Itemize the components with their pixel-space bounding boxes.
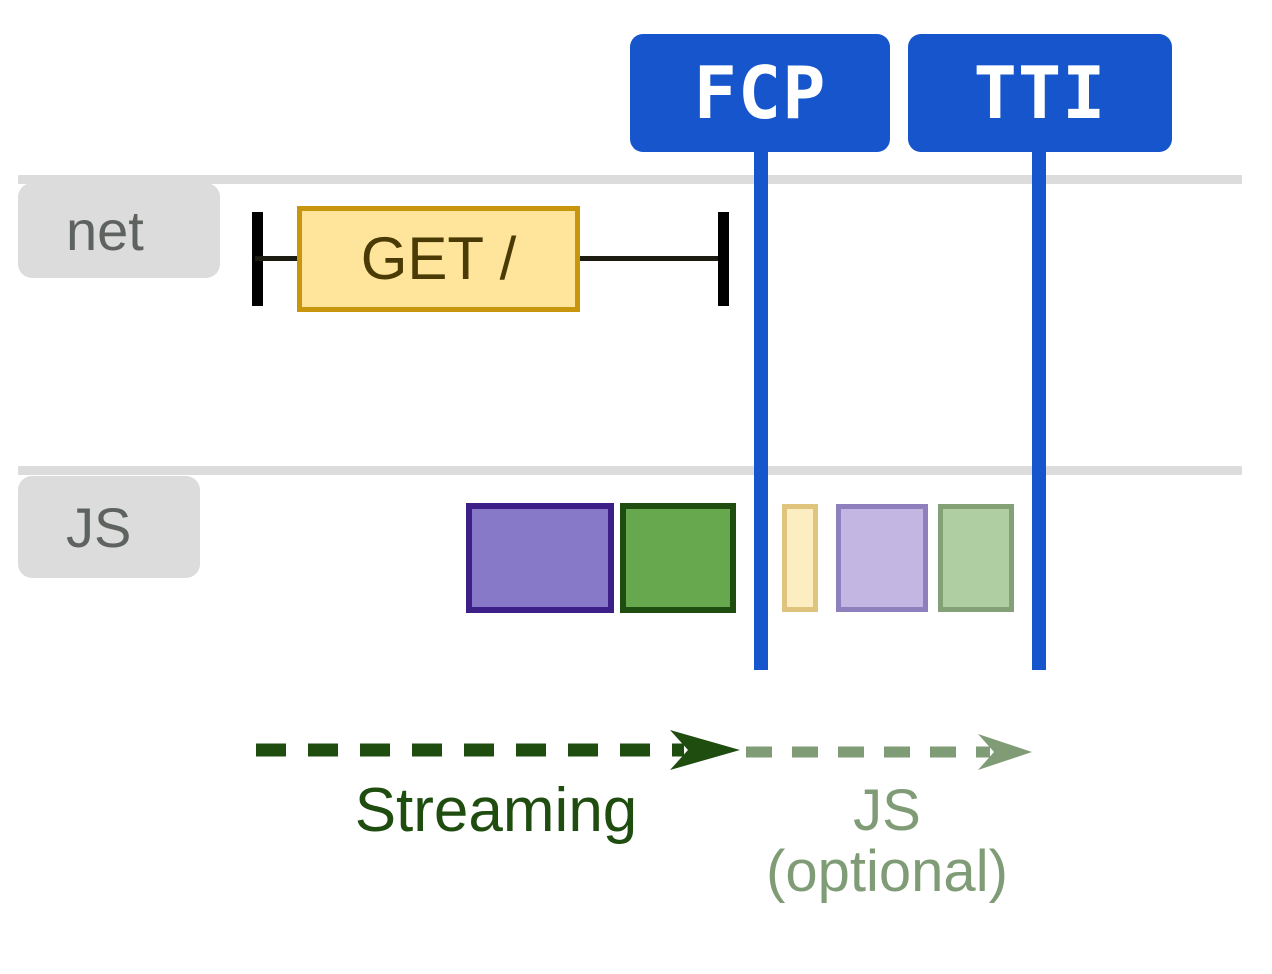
fcp-marker-label: FCP xyxy=(693,51,827,135)
fcp-marker-flag[interactable]: FCP xyxy=(630,34,890,152)
lane-label-net-text: net xyxy=(66,199,144,262)
js-optional-arrow-icon xyxy=(746,734,1032,770)
streaming-annotation-text: Streaming xyxy=(354,776,638,845)
request-whisker-right-cap xyxy=(718,212,729,306)
js-task-block-4[interactable] xyxy=(836,504,928,612)
network-request-block[interactable]: GET / xyxy=(297,206,580,312)
lane-label-js: JS xyxy=(18,476,200,578)
js-optional-annotation-line2: (optional) xyxy=(766,839,1008,905)
js-task-block-5[interactable] xyxy=(938,504,1014,612)
lane-label-net: net xyxy=(18,183,220,278)
tti-marker-label: TTI xyxy=(973,51,1107,135)
streaming-annotation-label: Streaming xyxy=(250,778,742,844)
lane-label-js-text: JS xyxy=(66,495,132,559)
lane-rule-js xyxy=(18,466,1242,475)
request-whisker-bar-right xyxy=(576,256,723,261)
js-task-block-3[interactable] xyxy=(782,504,818,612)
tti-marker-flag[interactable]: TTI xyxy=(908,34,1172,152)
lane-rule-net xyxy=(18,175,1242,184)
js-task-block-1[interactable] xyxy=(466,503,614,613)
request-whisker-bar-left xyxy=(255,256,303,261)
js-task-block-2[interactable] xyxy=(620,503,736,613)
js-optional-annotation-line1: JS xyxy=(853,778,921,843)
js-optional-annotation-label: JS (optional) xyxy=(696,780,1078,903)
tti-marker-line xyxy=(1032,120,1046,670)
streaming-arrow-icon xyxy=(256,730,740,770)
network-request-label: GET / xyxy=(360,225,517,292)
fcp-marker-line xyxy=(754,120,768,670)
